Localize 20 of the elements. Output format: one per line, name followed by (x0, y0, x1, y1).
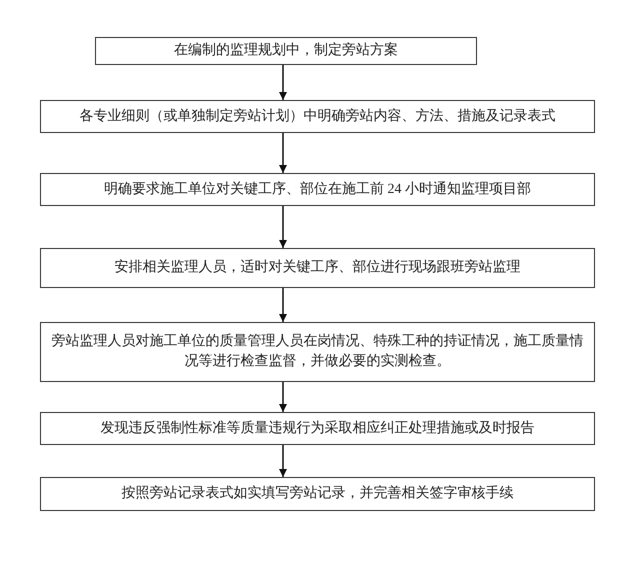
step-text: 各专业细则（或单独制定旁站计划）中明确旁站内容、方法、措施及记录表式 (80, 107, 556, 126)
step-text: 按照旁站记录表式如实填写旁站记录，并完善相关签字审核手续 (122, 484, 514, 503)
arrow (279, 206, 287, 248)
process-box (40, 248, 595, 288)
step-text: 安排相关监理人员，适时对关键工序、部位进行现场跟班旁站监理 (114, 258, 520, 277)
arrow (279, 288, 287, 322)
process-box (40, 412, 595, 445)
process-box (40, 477, 595, 511)
process-box (40, 100, 595, 133)
arrow (279, 445, 287, 477)
step-text: 旁站监理人员对施工单位的质量管理人员在岗情况、特殊工种的持证情况，施工质量情况等进行检查监督，并做必要的实测检查。 (50, 332, 584, 371)
arrow (279, 65, 287, 100)
process-box (40, 322, 595, 382)
arrow (279, 382, 287, 412)
step-text: 明确要求施工单位对关键工序、部位在施工前 24 小时通知监理项目部 (104, 180, 531, 198)
step-text: 在编制的监理规划中，制定旁站方案 (174, 41, 398, 60)
process-box (40, 173, 595, 206)
arrow (279, 133, 287, 173)
process-box (95, 37, 477, 65)
step-text: 发现违反强制性标准等质量违规行为采取相应纠正处理措施或及时报告 (100, 419, 534, 438)
